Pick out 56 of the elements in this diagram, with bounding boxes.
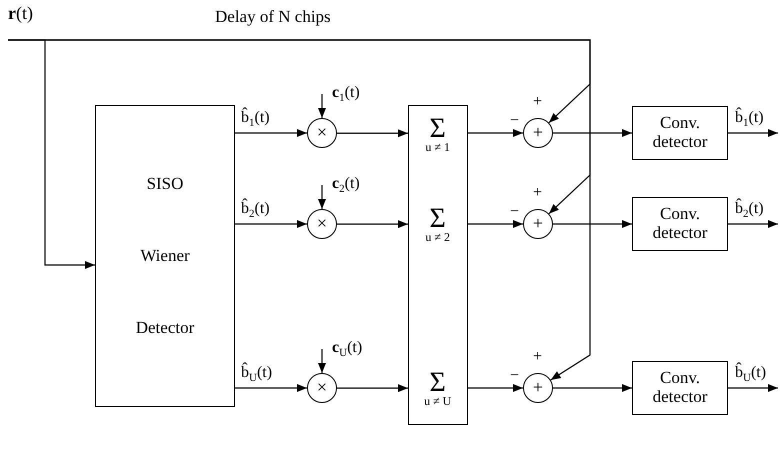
operator-circle bbox=[307, 118, 337, 148]
arrow bbox=[318, 349, 326, 373]
operator-circle bbox=[523, 118, 553, 148]
node-label: Conv. detector bbox=[652, 369, 708, 407]
sum-symbol: Σ bbox=[430, 206, 446, 231]
arrow bbox=[553, 384, 632, 392]
operator-circle bbox=[523, 373, 553, 403]
node-label: + bbox=[532, 378, 544, 398]
block-box bbox=[632, 197, 728, 251]
node-label: + bbox=[532, 123, 544, 143]
sum-symbol: Σ bbox=[430, 116, 446, 141]
node-label: Conv. detector bbox=[652, 205, 708, 243]
arrow bbox=[235, 129, 307, 137]
sign-label: − bbox=[510, 112, 520, 130]
operator-circle bbox=[307, 373, 337, 403]
arrow bbox=[728, 220, 778, 228]
sign-label: − bbox=[510, 203, 520, 221]
node-label: × bbox=[316, 214, 328, 234]
node-label: SISO Wiener Detector bbox=[136, 173, 194, 339]
sign-label: + bbox=[533, 93, 542, 111]
arrow bbox=[235, 384, 307, 392]
sum-index: u ≠ 1 bbox=[425, 140, 450, 154]
arrow bbox=[337, 220, 408, 228]
arrow bbox=[337, 129, 408, 138]
sum-symbol: Σ bbox=[430, 370, 446, 395]
edge-label: b̂$_{U}$(t) bbox=[734, 364, 768, 384]
arrow bbox=[553, 220, 632, 228]
arrow bbox=[318, 185, 326, 209]
arrow bbox=[235, 220, 307, 228]
sign-label: + bbox=[533, 184, 542, 202]
arrow bbox=[468, 384, 523, 392]
block-box bbox=[632, 361, 728, 415]
operator-circle bbox=[307, 209, 337, 239]
node-label: × bbox=[316, 378, 328, 398]
edge-label: b̂$_{U}$(t) bbox=[240, 364, 274, 384]
node-label: Conv. detector bbox=[652, 114, 708, 152]
delay-label: Delay of N chips bbox=[215, 8, 331, 27]
node-label: r(t) bbox=[8, 4, 33, 24]
arrow bbox=[728, 384, 778, 392]
operator-circle bbox=[523, 209, 553, 239]
detector-box bbox=[95, 105, 235, 407]
summation-box bbox=[408, 105, 468, 425]
sum-index: u ≠ 2 bbox=[425, 230, 450, 244]
arrow bbox=[468, 129, 523, 137]
block-box bbox=[632, 106, 728, 160]
sign-label: − bbox=[510, 367, 520, 385]
arrow bbox=[7, 39, 591, 380]
arrow bbox=[337, 384, 408, 392]
arrow bbox=[553, 129, 632, 137]
sum-index: u ≠ U bbox=[424, 394, 452, 408]
node-label: × bbox=[316, 123, 328, 143]
node-label: + bbox=[532, 214, 544, 234]
arrow bbox=[468, 220, 523, 228]
sign-label: + bbox=[533, 348, 542, 366]
arrow bbox=[318, 94, 326, 118]
edge-label: c$_{U}$(t) bbox=[331, 339, 364, 360]
